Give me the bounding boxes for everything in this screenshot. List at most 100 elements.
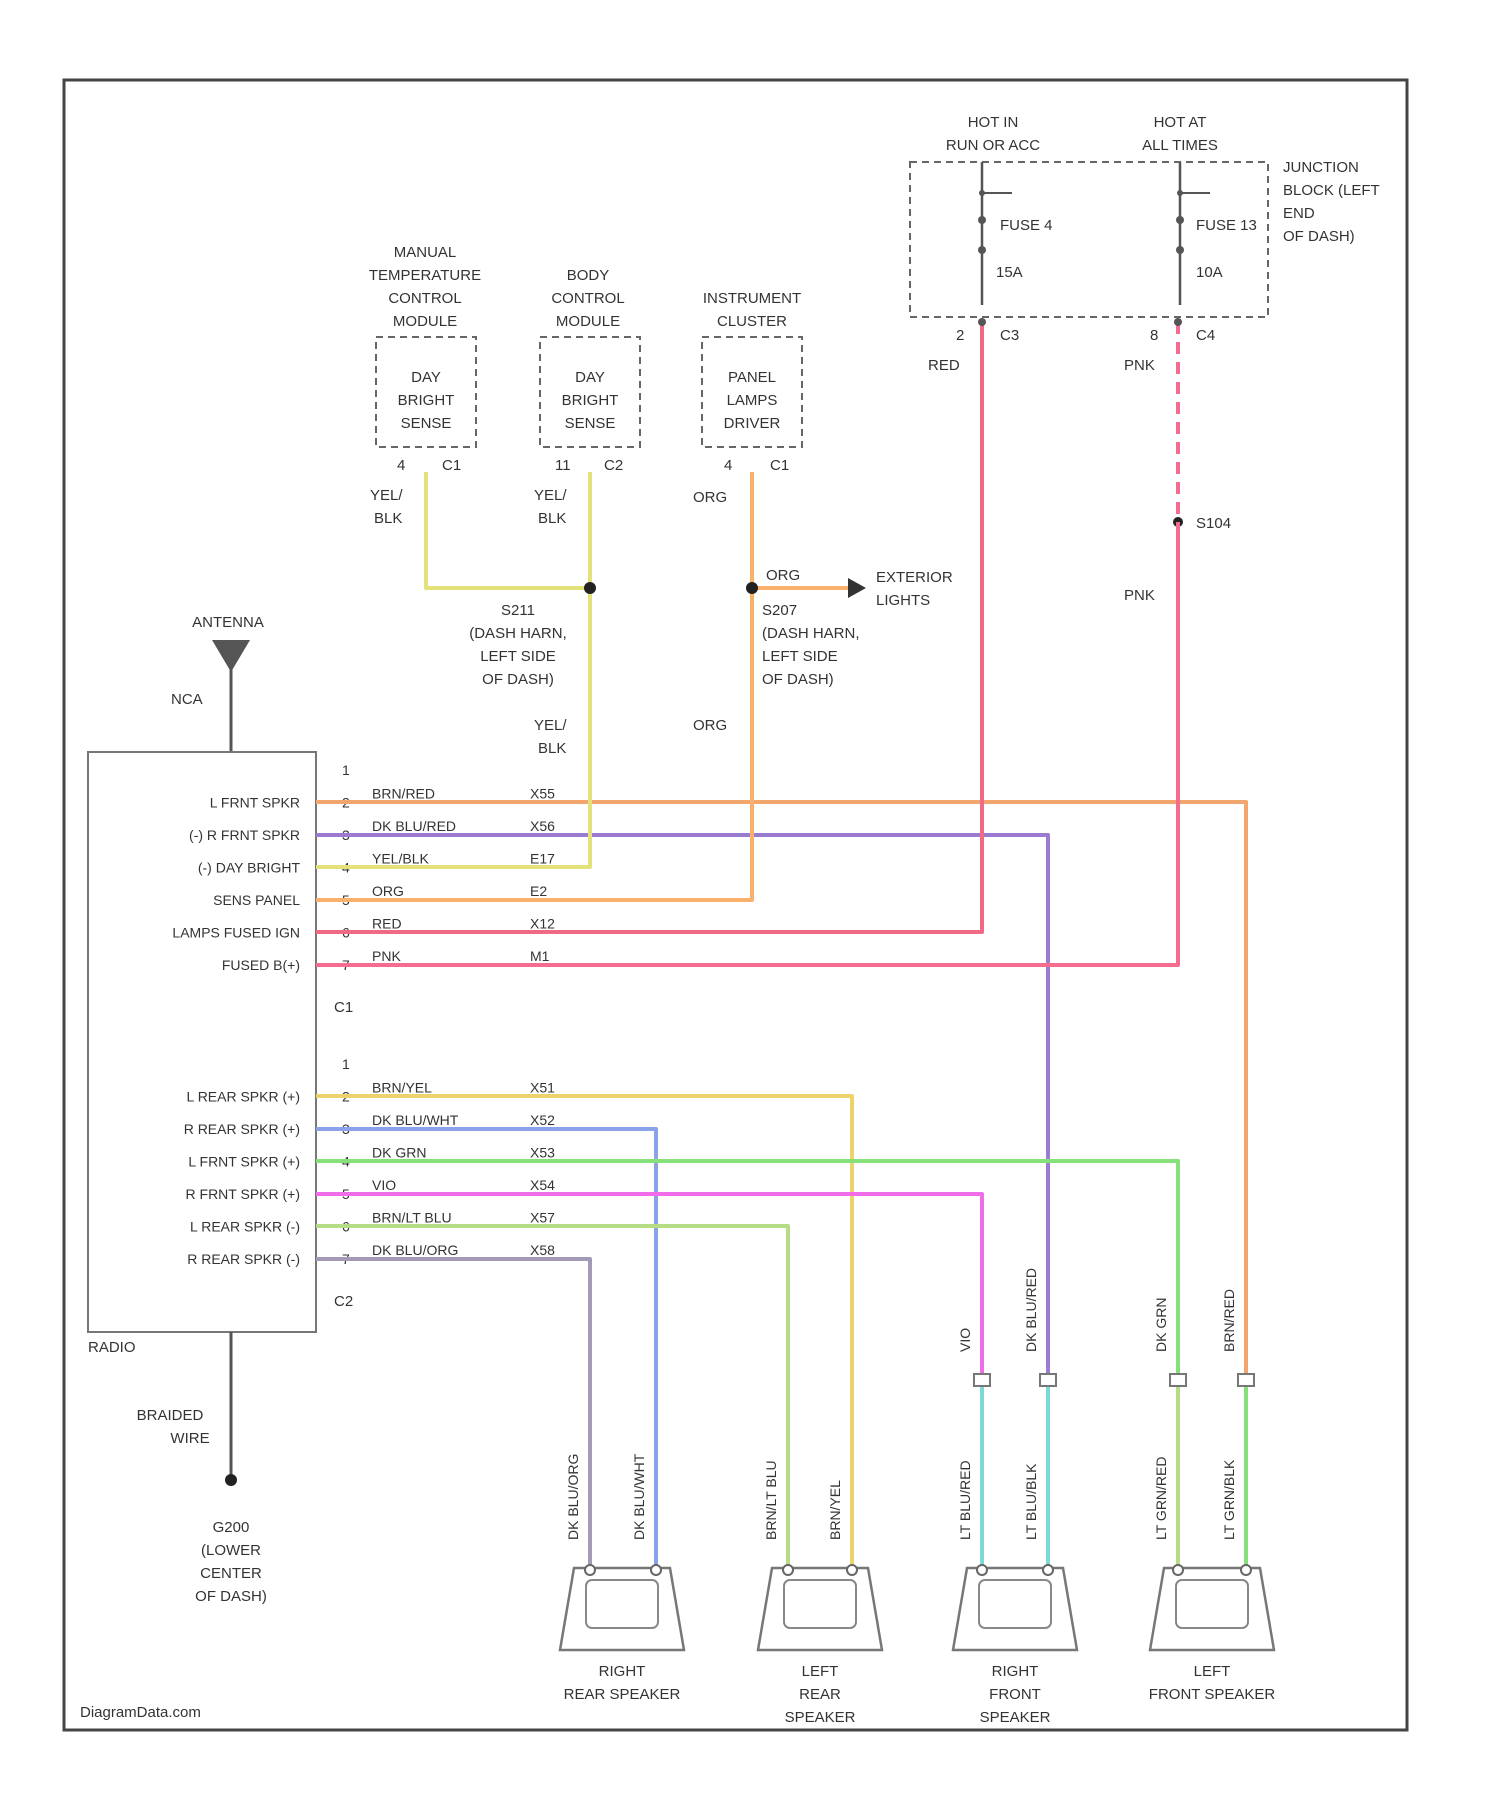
wire-r-frnt-dk-blu-red [316, 835, 1048, 1380]
c1-desc: FUSED B(+) [222, 957, 300, 973]
speaker-wire-label: LT GRN/BLK [1221, 1459, 1237, 1540]
c2-wire-color: BRN/LT BLU [372, 1210, 452, 1226]
c2-circuit: X52 [530, 1112, 555, 1128]
module-3-conn: C1 [770, 457, 789, 474]
c2-desc: R REAR SPKR (-) [187, 1251, 300, 1267]
speaker-2: LEFTREARSPEAKERBRN/LT BLUBRN/YEL [758, 1460, 882, 1726]
speaker-wire-label: LT BLU/BLK [1023, 1463, 1039, 1540]
junction-label-3: END [1283, 205, 1315, 222]
speaker-terminal-icon [783, 1565, 793, 1575]
inline-connector-icon [974, 1374, 990, 1386]
s211-wire-2: BLK [538, 740, 566, 757]
c2-circuit: X54 [530, 1177, 555, 1193]
c2-wire-color: DK BLU/WHT [372, 1112, 459, 1128]
s211-line-3: LEFT SIDE [480, 648, 556, 665]
hot-always-line-1: HOT AT [1154, 114, 1207, 131]
wire-lamps-red [316, 322, 982, 932]
fuse-a-pin: 2 [956, 327, 964, 344]
speaker-wire-label: BRN/YEL [827, 1480, 843, 1540]
c1-pin-1: 1 [342, 762, 350, 778]
module-1-title-4: MODULE [393, 313, 457, 330]
footer-credit: DiagramData.com [80, 1704, 201, 1721]
wire-l-rear-brn-lt-blu [316, 1226, 788, 1568]
arrow-right-icon [848, 578, 866, 598]
s211-line-1: S211 [501, 602, 535, 619]
c1-wire-color: YEL/BLK [372, 851, 429, 867]
exterior-line-1: EXTERIOR [876, 569, 953, 586]
c1-wire-color: RED [372, 916, 402, 932]
fuse-b-wire-color: PNK [1124, 357, 1155, 374]
fuse-b-terminal-icon [1176, 246, 1184, 254]
c1-circuit: E2 [530, 883, 547, 899]
module-1-title-3: CONTROL [388, 290, 461, 307]
c1-circuit: X12 [530, 916, 555, 932]
module-1-box-2: BRIGHT [398, 392, 455, 409]
module-2-conn: C2 [604, 457, 623, 474]
speaker-upper-wire-label: BRN/RED [1221, 1289, 1237, 1352]
c2-circuit: X53 [530, 1145, 555, 1161]
speaker-terminal-icon [651, 1565, 661, 1575]
ground-label-4: OF DASH) [195, 1588, 267, 1605]
module-1-wire-2: BLK [374, 510, 402, 527]
junction-label-2: BLOCK (LEFT [1283, 182, 1380, 199]
speaker-terminal-icon [1043, 1565, 1053, 1575]
fuse-b-conn: C4 [1196, 327, 1215, 344]
hot-run-line-2: RUN OR ACC [946, 137, 1040, 154]
module-1-title-1: MANUAL [394, 244, 457, 261]
c1-wire-color: PNK [372, 948, 401, 964]
speaker-name-line: SPEAKER [785, 1709, 856, 1726]
speaker-terminal-icon [585, 1565, 595, 1575]
junction-block-outline [910, 162, 1268, 317]
c2-circuit: X51 [530, 1080, 555, 1096]
module-body-control: BODY CONTROL MODULE DAY BRIGHT SENSE 11 … [534, 267, 640, 527]
module-1-conn: C1 [442, 457, 461, 474]
hot-always-line-2: ALL TIMES [1142, 137, 1218, 154]
speaker-wire-label: LT GRN/RED [1153, 1457, 1169, 1541]
module-3-box-3: DRIVER [724, 415, 781, 432]
speaker-terminal-icon [847, 1565, 857, 1575]
splice-s104-label: S104 [1196, 515, 1231, 532]
module-2-title-2: CONTROL [551, 290, 624, 307]
speaker-wire-label: DK BLU/WHT [631, 1453, 647, 1540]
module-3-wire: ORG [693, 489, 727, 506]
module-3-box-2: LAMPS [727, 392, 778, 409]
module-2-box-1: DAY [575, 369, 605, 386]
c1-desc: (-) R FRNT SPKR [189, 827, 300, 843]
splices: S211 (DASH HARN, LEFT SIDE OF DASH) YEL/… [469, 567, 953, 757]
fuse-a-terminal-icon [978, 216, 986, 224]
speaker-name-line: RIGHT [599, 1663, 646, 1680]
antenna-wire: NCA [171, 691, 203, 708]
fuse-a-conn: C3 [1000, 327, 1019, 344]
c2-pin-1: 1 [342, 1056, 350, 1072]
wires [316, 318, 1254, 1568]
s207-line-2: (DASH HARN, [762, 625, 860, 642]
c1-circuit: E17 [530, 851, 555, 867]
junction-label-1: JUNCTION [1283, 159, 1359, 176]
fuse-a-rating: 15A [996, 264, 1023, 281]
speaker-name-line: REAR [799, 1686, 841, 1703]
speaker-terminal-icon [1241, 1565, 1251, 1575]
module-3-pin: 4 [724, 457, 732, 474]
radio-c2-label: C2 [334, 1293, 353, 1310]
wire-r-rear-dk-blu-org [316, 1259, 590, 1568]
fuse-b-rating: 10A [1196, 264, 1223, 281]
speaker-terminal-icon [977, 1565, 987, 1575]
antenna: ANTENNA NCA [171, 614, 264, 752]
c2-desc: L REAR SPKR (-) [190, 1219, 300, 1235]
module-1-pin: 4 [397, 457, 405, 474]
module-instrument-cluster: INSTRUMENT CLUSTER PANEL LAMPS DRIVER 4 … [693, 290, 802, 506]
c1-wire-color: ORG [372, 883, 404, 899]
fuse-b-name: FUSE 13 [1196, 217, 1257, 234]
antenna-label: ANTENNA [192, 614, 264, 631]
c2-circuit: X57 [530, 1210, 555, 1226]
inline-connector-icon [1238, 1374, 1254, 1386]
c2-wire-color: BRN/YEL [372, 1080, 432, 1096]
ground-label-3: CENTER [200, 1565, 262, 1582]
c1-desc: LAMPS FUSED IGN [172, 925, 300, 941]
s207-line-1: S207 [762, 602, 797, 619]
fuse-a-name: FUSE 4 [1000, 217, 1053, 234]
fuse-a-terminal-icon [978, 246, 986, 254]
wire-l-frnt-brn-red [316, 802, 1246, 1380]
fuse-b-node-icon [1177, 190, 1183, 196]
